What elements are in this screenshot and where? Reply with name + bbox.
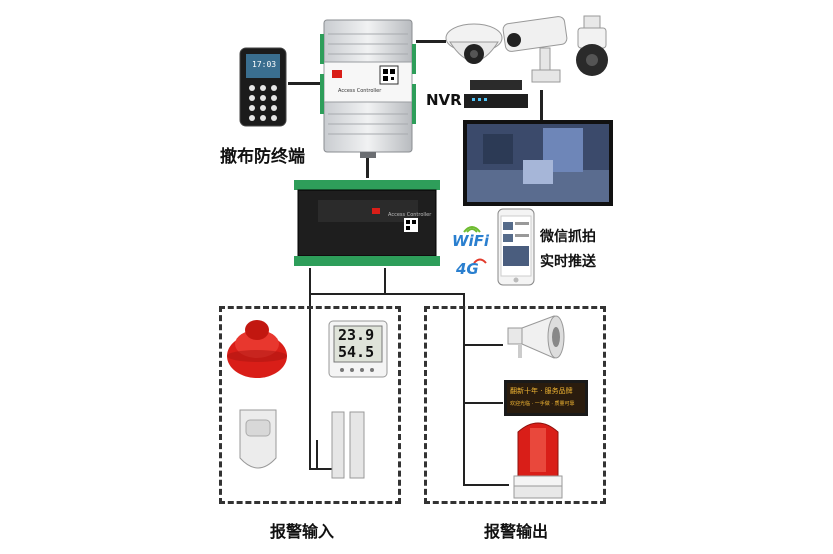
wire-to-input-vertical (309, 268, 311, 294)
wifi-signal-icon (463, 226, 481, 233)
wire-controller-cameras (416, 40, 446, 43)
smartphone-graphic (497, 208, 535, 286)
alarm-output-label: 报警输出 (484, 522, 549, 541)
access-controller-top: Access Controller (320, 14, 416, 158)
monitor-graphic (463, 120, 613, 206)
nvr-label: NVR (426, 91, 462, 109)
ptz-camera (572, 15, 612, 78)
alarm-output-box (424, 306, 606, 504)
nvr-graphic (464, 80, 528, 108)
access-controller-bottom-graphic (294, 180, 440, 266)
wire-input-main (309, 293, 311, 468)
door-magnetic-sensor (328, 408, 368, 482)
led-display-sign: 翻新十年 · 服务品牌 欢迎光临 · 一手做 · 质量可靠 (504, 380, 588, 416)
strobe-beacon-icon (513, 422, 563, 499)
alarm-horn-speaker (504, 312, 570, 362)
access-controller-top-graphic (320, 19, 416, 158)
dome-camera-icon (445, 23, 503, 64)
wire-output-sign (463, 402, 503, 404)
wire-keypad-controller (288, 82, 320, 85)
fourg-signal-icon (473, 258, 487, 264)
fourg-label: 4G (456, 260, 479, 278)
sensor-display-bottom: 54.5 (338, 343, 375, 361)
wire-to-output-horizontal (384, 293, 464, 295)
horn-speaker-icon (507, 315, 565, 359)
terminal-label: 撤布防终端 (220, 147, 305, 167)
controller-bottom-brand: Access Controller (388, 212, 432, 218)
bullet-camera-icon (502, 16, 568, 83)
sensor-display-top: 23.9 (338, 326, 375, 344)
ptz-camera-icon (576, 15, 608, 76)
wire-input-branch (309, 468, 333, 470)
wire-output-horn (463, 344, 503, 346)
pir-detector-icon (239, 409, 277, 469)
wire-camera-monitor (540, 90, 543, 120)
access-controller-bottom: Access Controller (288, 172, 446, 270)
temp-humidity-sensor: 23.9 54.5 (328, 320, 388, 378)
led-sign-line2: 欢迎光临 · 一手做 · 质量可靠 (510, 401, 575, 407)
led-sign-board (504, 380, 588, 416)
wire-door-sensor (316, 440, 318, 468)
alarm-input-label: 报警输入 (270, 522, 335, 541)
wifi-badge: WiFi (452, 220, 492, 250)
monitor (463, 120, 613, 206)
keypad-graphic (239, 47, 287, 127)
dome-camera (444, 20, 504, 76)
smartphone (497, 208, 535, 286)
keypad-time: 17:03 (252, 60, 277, 69)
temp-humidity-sensor-body (328, 320, 388, 378)
pir-motion-detector (236, 408, 280, 478)
smoke-detector (226, 316, 288, 380)
alarm-input-box (219, 306, 401, 504)
wire-controllers (366, 158, 369, 178)
wechat-label-line2: 实时推送 (540, 254, 596, 270)
wire-output-main (463, 293, 465, 485)
bullet-camera (500, 10, 578, 90)
controller-top-brand: Access Controller (338, 88, 382, 94)
wire-to-output-vertical (384, 268, 386, 294)
wire-output-beacon (463, 484, 509, 486)
strobe-beacon (508, 418, 568, 500)
nvr-device (464, 78, 528, 112)
wire-to-input-horizontal (309, 293, 385, 295)
smoke-detector-icon (227, 320, 287, 378)
wifi-label: WiFi (452, 232, 490, 250)
keypad-terminal: 17:03 (238, 46, 288, 128)
led-sign-line1: 翻新十年 · 服务品牌 (510, 387, 573, 395)
fourg-badge: 4G (454, 254, 494, 280)
wechat-label-line1: 微信抓拍 (540, 229, 596, 245)
door-sensor-icon (331, 411, 365, 479)
